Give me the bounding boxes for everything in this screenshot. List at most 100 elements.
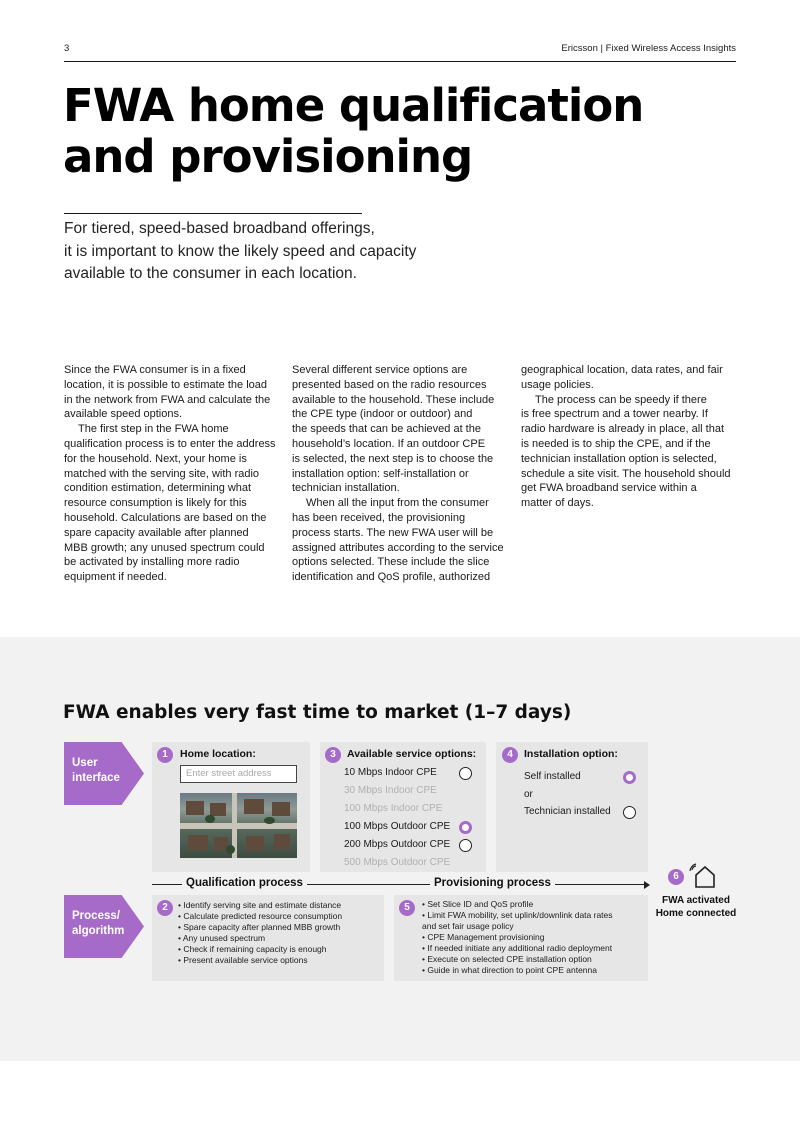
technician-installed-radio[interactable] bbox=[623, 806, 636, 819]
provisioning-bullets: • Set Slice ID and QoS profile• Limit FW… bbox=[422, 899, 613, 976]
street-address-input[interactable]: Enter street address bbox=[180, 765, 297, 783]
process-algorithm-tag: Process/ algorithm bbox=[64, 895, 144, 958]
bullet-item: • Guide in what direction to point CPE a… bbox=[422, 965, 597, 975]
installation-option-title: Installation option: bbox=[524, 748, 618, 760]
qualification-process-label: Qualification process bbox=[182, 877, 307, 889]
body-line: identification and QoS profile, authoriz… bbox=[292, 571, 491, 584]
body-line: geographical location, data rates, and f… bbox=[521, 364, 723, 376]
body-line: When all the input from the consumer bbox=[306, 497, 489, 510]
body-line: matter of days. bbox=[521, 497, 594, 510]
process-flow-line bbox=[152, 884, 644, 885]
body-line: has been received, the provisioning bbox=[292, 511, 466, 524]
body-line: resource consumption is likely for this bbox=[64, 497, 247, 510]
body-line: usage policies. bbox=[521, 378, 594, 391]
body-line: radio hardware is already in place, all … bbox=[521, 423, 725, 436]
body-line: get FWA broadband service within a bbox=[521, 482, 697, 495]
step-number: 6 bbox=[668, 869, 684, 885]
figure-title: FWA enables very fast time to market (1–… bbox=[63, 702, 572, 723]
tag-line: User bbox=[72, 757, 98, 769]
body-line: the CPE type (indoor or outdoor) and bbox=[292, 408, 473, 421]
body-line: for the household. Next, your home is bbox=[64, 452, 247, 465]
self-installed-label: Self installed bbox=[524, 771, 581, 782]
body-line: the speeds that can be achieved at the bbox=[292, 423, 481, 436]
body-line: assigned attributes according to the ser… bbox=[292, 541, 504, 554]
aerial-house-photo bbox=[180, 793, 297, 858]
body-line: spare capacity available after planned bbox=[64, 526, 249, 539]
intro-line: it is important to know the likely speed… bbox=[64, 242, 417, 260]
body-line: presented based on the radio resources bbox=[292, 378, 487, 391]
technician-installed-label: Technician installed bbox=[524, 806, 611, 817]
tag-line: Process/ bbox=[72, 910, 120, 922]
body-line: The first step in the FWA home bbox=[78, 423, 229, 436]
intro-text: For tiered, speed-based broadband offeri… bbox=[64, 218, 484, 286]
body-line: is free spectrum and a tower nearby. If bbox=[521, 408, 708, 421]
service-option-label: 100 Mbps Outdoor CPE bbox=[344, 821, 451, 832]
self-installed-radio[interactable] bbox=[623, 771, 636, 784]
service-option-label: 10 Mbps Indoor CPE bbox=[344, 767, 437, 778]
page-header: 3 Ericsson | Fixed Wireless Access Insig… bbox=[64, 41, 736, 62]
service-option-label: 30 Mbps Indoor CPE bbox=[344, 785, 437, 796]
qualification-bullets: • Identify serving site and estimate dis… bbox=[178, 900, 342, 966]
body-line: equipment if needed. bbox=[64, 571, 167, 584]
intro-line: For tiered, speed-based broadband offeri… bbox=[64, 220, 375, 237]
body-line: condition estimation, determining what bbox=[64, 482, 252, 495]
body-line: process starts. The new FWA user will be bbox=[292, 526, 494, 539]
provisioning-steps-box: 5 • Set Slice ID and QoS profile• Limit … bbox=[394, 895, 648, 981]
body-column-3: geographical location, data rates, and f… bbox=[521, 363, 739, 511]
step-number: 4 bbox=[502, 747, 518, 763]
home-location-title: Home location: bbox=[180, 748, 256, 760]
body-line: technician installation. bbox=[292, 482, 400, 495]
step-number: 3 bbox=[325, 747, 341, 763]
bullet-item: • If needed initiate any additional radi… bbox=[422, 943, 613, 953]
service-option-radio[interactable] bbox=[459, 767, 472, 780]
home-location-box: 1 Home location: Enter street address bbox=[152, 742, 310, 872]
activated-line: Home connected bbox=[655, 908, 737, 919]
bullet-item: • Any unused spectrum bbox=[178, 933, 266, 943]
bullet-item: • Spare capacity after planned MBB growt… bbox=[178, 922, 341, 932]
body-line: is needed is to ship the CPE, and if the bbox=[521, 437, 711, 450]
body-line: installation option: self-installation o… bbox=[292, 467, 469, 480]
service-options-box: 3 Available service options: 10 Mbps Ind… bbox=[320, 742, 486, 872]
qualification-steps-box: 2 • Identify serving site and estimate d… bbox=[152, 895, 384, 981]
step-number: 2 bbox=[157, 900, 173, 916]
bullet-item: • Identify serving site and estimate dis… bbox=[178, 900, 342, 910]
body-line: available speed options. bbox=[64, 408, 183, 421]
bullet-item: • Execute on selected CPE installation o… bbox=[422, 954, 592, 964]
page-number: 3 bbox=[64, 43, 70, 54]
body-line: schedule a site visit. The household sho… bbox=[521, 467, 731, 480]
body-line: is selected, the next step is to choose … bbox=[292, 452, 494, 465]
page-title: FWA home qualification and provisioning bbox=[63, 80, 703, 182]
figure-panel: FWA enables very fast time to market (1–… bbox=[0, 637, 800, 1061]
flow-arrowhead bbox=[644, 880, 650, 889]
body-line: MBB growth; any unused spectrum could bbox=[64, 541, 265, 554]
body-line: be activated by installing more radio bbox=[64, 556, 240, 569]
body-line: The process can be speedy if there bbox=[535, 393, 707, 406]
bullet-item: • Calculate predicted resource consumpti… bbox=[178, 911, 343, 921]
running-title: Ericsson | Fixed Wireless Access Insight… bbox=[561, 43, 736, 54]
house-wireless-icon bbox=[689, 863, 715, 888]
service-option-label: 100 Mbps Indoor CPE bbox=[344, 803, 443, 814]
service-option-label: 200 Mbps Outdoor CPE bbox=[344, 839, 451, 850]
body-line: household’s location. If an outdoor CPE bbox=[292, 437, 486, 450]
service-option-radio[interactable] bbox=[459, 839, 472, 852]
user-interface-tag: User interface bbox=[64, 742, 144, 805]
body-line: technician installation option is select… bbox=[521, 452, 717, 465]
title-line: FWA home qualification bbox=[63, 79, 644, 132]
step-number: 5 bbox=[399, 900, 415, 916]
fwa-activated-label: FWA activated Home connected bbox=[650, 894, 742, 920]
bullet-item: • Present available service options bbox=[178, 955, 308, 965]
service-option-radio[interactable] bbox=[459, 821, 472, 834]
intro-line: available to the consumer in each locati… bbox=[64, 265, 357, 282]
or-label: or bbox=[524, 789, 533, 800]
activated-line: FWA activated bbox=[662, 895, 730, 906]
bullet-item: • Check if remaining capacity is enough bbox=[178, 944, 327, 954]
service-option-label: 500 Mbps Outdoor CPE bbox=[344, 857, 451, 868]
title-line: and provisioning bbox=[63, 130, 473, 183]
body-line: matched with the serving site, with radi… bbox=[64, 467, 260, 480]
bullet-item: and set fair usage policy bbox=[422, 921, 514, 931]
installation-option-box: 4 Installation option: Self installed or… bbox=[496, 742, 648, 872]
body-line: options selected. These include the slic… bbox=[292, 556, 490, 569]
body-line: in the network from FWA and calculate th… bbox=[64, 393, 271, 406]
bullet-item: • Limit FWA mobility, set uplink/downlin… bbox=[422, 910, 613, 920]
